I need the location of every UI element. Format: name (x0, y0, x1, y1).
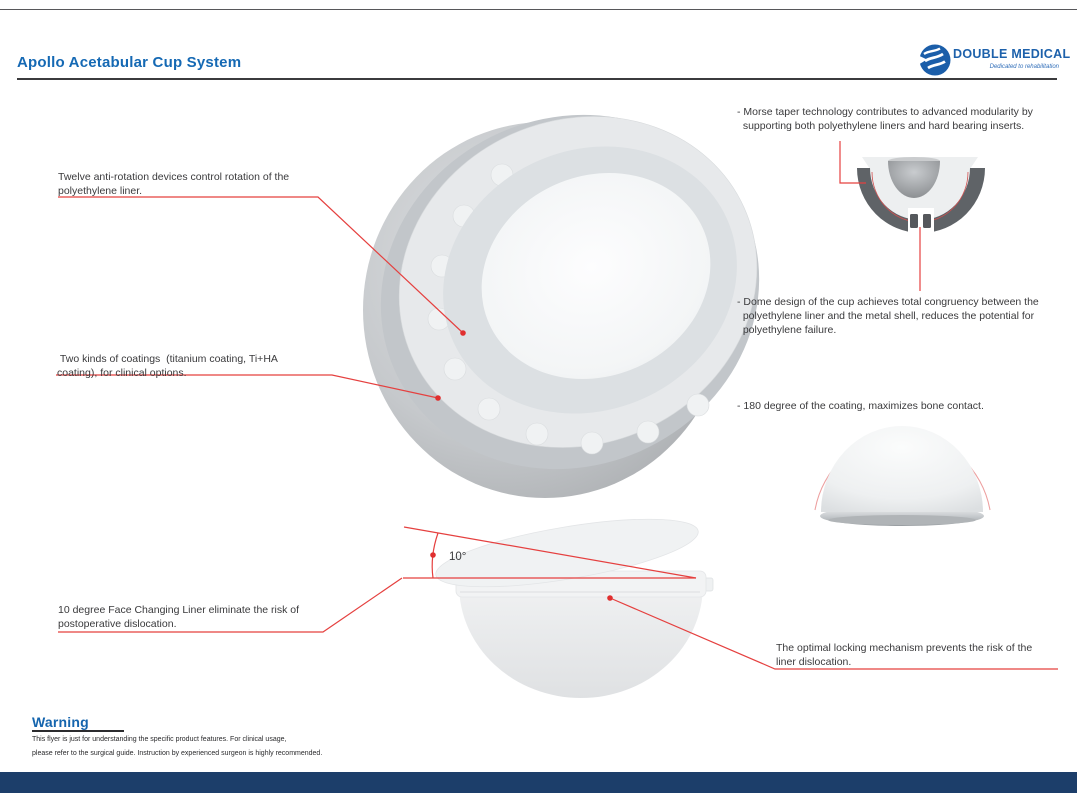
leader-coatings (56, 374, 439, 399)
page-title: Apollo Acetabular Cup System (17, 54, 242, 71)
footer-bar (0, 772, 1077, 793)
annotation-locking-mechanism: The optimal locking mechanism prevents t… (776, 642, 1033, 668)
warning-heading: Warning (32, 714, 89, 730)
logo-notch (919, 56, 927, 64)
leader-morse-taper (839, 141, 866, 184)
annotation-face-changing-liner: 10 degree Face Changing Liner eliminate … (58, 604, 300, 630)
leader-dots (430, 330, 613, 601)
anti-rotation-scallops (427, 163, 710, 455)
annotation-morse-taper: - Morse taper technology contributes to … (737, 106, 1033, 132)
liner-illustration (435, 518, 714, 698)
leader-face-changing (58, 577, 403, 633)
dome-illustration (814, 426, 991, 526)
annotation-coatings: Two kinds of coatings (titanium coating,… (57, 353, 278, 379)
company-tagline: Dedicated to rehabilitation (989, 64, 1059, 70)
warning-underline (32, 730, 124, 732)
leader-anti-rotation (58, 196, 464, 334)
cross-section-illustration (857, 157, 985, 236)
top-rule (0, 9, 1077, 10)
annotation-anti-rotation: Twelve anti-rotation devices control rot… (58, 171, 290, 197)
warning-body: This flyer is just for understanding the… (32, 736, 323, 757)
header-rule (17, 78, 1057, 80)
company-logo-icon (919, 44, 951, 76)
leader-lines (56, 141, 1058, 670)
annotation-dome-design: - Dome design of the cup achieves total … (737, 296, 1039, 336)
angle-label: 10° (449, 551, 466, 563)
main-cup-illustration (363, 114, 760, 498)
angle-tilted-line (403, 526, 697, 579)
annotation-180-coating: - 180 degree of the coating, maximizes b… (737, 400, 984, 412)
leader-locking (609, 597, 1058, 670)
company-name: DOUBLE MEDICAL (953, 47, 1071, 61)
